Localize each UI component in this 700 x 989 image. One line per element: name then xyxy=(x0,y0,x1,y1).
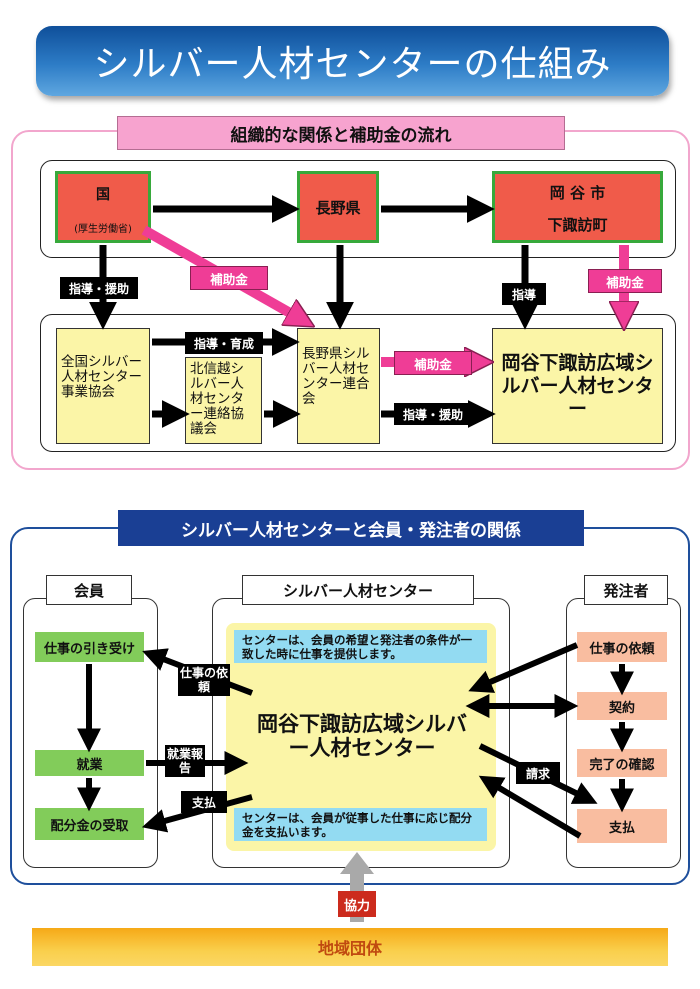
label-guide-support-left: 指導・援助 xyxy=(60,277,138,299)
label-guide-support-right: 指導・援助 xyxy=(394,403,472,425)
national-association-box: 全国シルバー人材センター事業協会 xyxy=(56,328,150,444)
label-guide: 指導 xyxy=(502,283,546,305)
okaya-city-label: 岡 谷 市 xyxy=(549,184,606,202)
kuni-label: 国 xyxy=(96,187,110,203)
label-job-request: 仕事の依頼 xyxy=(178,664,230,696)
page-title: シルバー人材センターの仕組み xyxy=(36,26,669,96)
member-accept-job: 仕事の引き受け xyxy=(35,632,144,662)
clients-title: 発注者 xyxy=(584,575,668,605)
client-job-request: 仕事の依頼 xyxy=(577,632,667,662)
label-invoice: 請求 xyxy=(516,762,560,784)
label-member-payment: 支払 xyxy=(181,791,227,813)
city-town-box: 岡 谷 市 下諏訪町 xyxy=(492,171,663,243)
client-contract: 契約 xyxy=(577,692,667,720)
center-top-note: センターは、会員の希望と発注者の条件が一致した時に仕事を提供します。 xyxy=(234,630,487,663)
org-section-header: 組織的な関係と補助金の流れ xyxy=(117,116,565,150)
client-completion-check: 完了の確認 xyxy=(577,749,667,777)
arrow-client-pay-center xyxy=(478,775,582,839)
member-work: 就業 xyxy=(35,750,144,776)
page-title-text: シルバー人材センターの仕組み xyxy=(93,44,612,85)
label-subsidy-city: 補助金 xyxy=(588,269,662,293)
client-payment: 支払 xyxy=(577,809,667,843)
center-bottom-note: センターは、会員が従事した仕事に応じ配分金を支払います。 xyxy=(234,808,487,841)
label-cooperation: 協力 xyxy=(338,891,376,917)
kuni-box: 国 (厚生労働省) xyxy=(55,171,151,243)
label-guide-train: 指導・育成 xyxy=(185,332,263,354)
nagano-prefecture-box: 長野県 xyxy=(297,171,379,243)
shimosuwa-town-label: 下諏訪町 xyxy=(547,216,608,234)
kuni-sub-label: (厚生労働省) xyxy=(74,224,132,235)
label-subsidy-kuni: 補助金 xyxy=(190,266,268,290)
label-subsidy-federation: 補助金 xyxy=(394,351,472,375)
label-work-report: 就業報告 xyxy=(165,745,205,777)
center-name: 岡谷下諏訪広域シルバー人材センター xyxy=(257,712,467,760)
arrow-client-request-to-center xyxy=(468,642,579,693)
member-receive-payment: 配分金の受取 xyxy=(35,808,144,840)
okaya-shimosuwa-center-box: 岡谷下諏訪広域シルバー人材センター xyxy=(492,328,663,444)
community-organizations-bar: 地域団体 xyxy=(32,928,668,966)
arrow-community-cooperation xyxy=(340,852,374,922)
hokushinetsu-council-box: 北信越シルバー人材センター連絡協議会 xyxy=(185,357,262,444)
center-title: シルバー人材センター xyxy=(242,575,474,605)
relationship-section-header: シルバー人材センターと会員・発注者の関係 xyxy=(118,510,584,546)
members-title: 会員 xyxy=(46,575,132,605)
